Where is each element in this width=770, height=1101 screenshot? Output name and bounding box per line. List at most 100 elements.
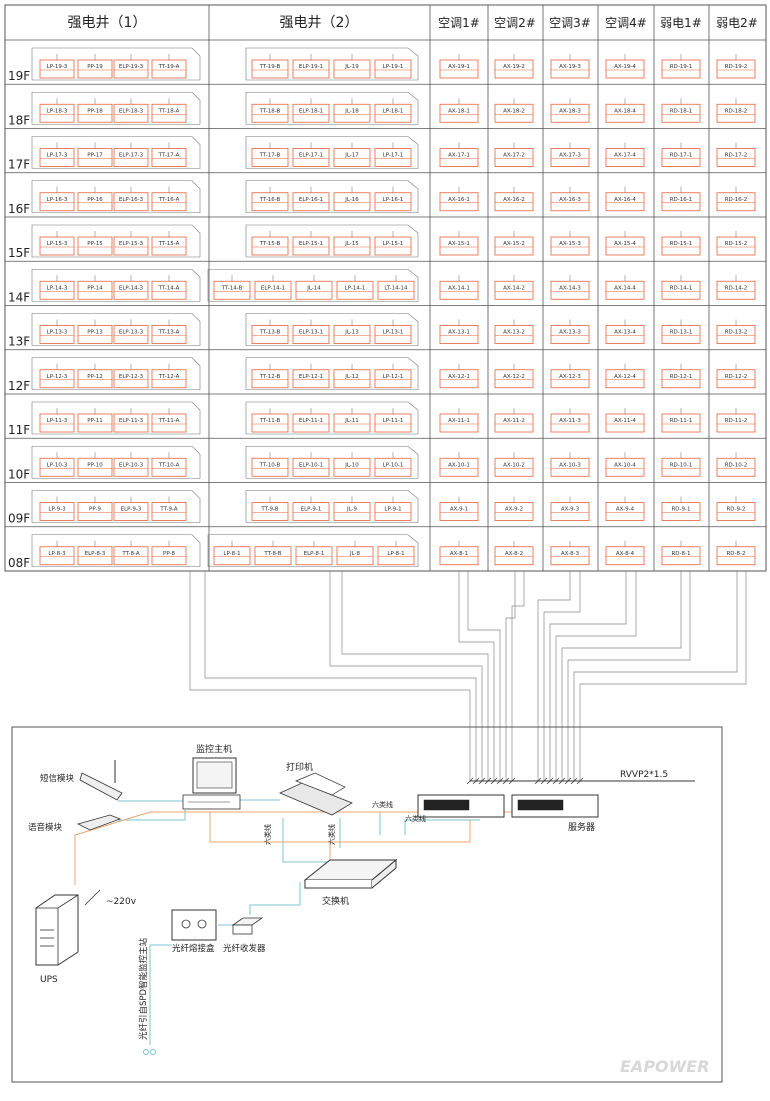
printer: 打印机 xyxy=(279,761,353,816)
floor-label: 09F xyxy=(8,512,30,526)
module-strong1: TT-15-A xyxy=(151,231,187,256)
module-strong1: PP-16 xyxy=(77,186,113,212)
module-id: RD-14-1 xyxy=(670,285,693,291)
header-weak-2: 弱电2# xyxy=(716,16,758,30)
module-strong1: PP-11 xyxy=(77,408,113,433)
module-id: AX-9-4 xyxy=(616,507,635,513)
voice-to-host-cable xyxy=(118,810,186,821)
module-strong2: ELP-14-1 xyxy=(254,275,292,300)
module-strong1: PP-12 xyxy=(77,363,113,389)
module-id: TT-8-A xyxy=(121,551,139,557)
module-ac: AX-18-3 xyxy=(550,98,590,123)
module-strong2: LP-8-1 xyxy=(213,540,251,566)
module-weak: RD-12-1 xyxy=(661,363,701,389)
module-strong2: LP-17-1 xyxy=(374,142,412,167)
module-strong1: PP-13 xyxy=(77,319,113,344)
module-id: TT-16-B xyxy=(259,197,281,203)
module-ac: AX-15-2 xyxy=(494,231,534,256)
module-id: PP-16 xyxy=(87,197,103,203)
module-id: TT-11-B xyxy=(259,418,281,424)
cat6-label-server: 六类线 xyxy=(372,800,393,809)
module-id: ELP-13-1 xyxy=(299,330,323,336)
module-strong2: JL-10 xyxy=(333,452,371,477)
module-id: JL-19 xyxy=(344,64,359,70)
module-id: LP-8-1 xyxy=(387,551,404,557)
module-id: JL-10 xyxy=(344,462,359,468)
module-id: TT-12-A xyxy=(158,374,180,380)
module-id: AX-11-1 xyxy=(448,418,470,424)
module-weak: RD-18-1 xyxy=(661,98,701,123)
module-weak: RD-8-2 xyxy=(716,540,756,566)
module-id: TT-8-B xyxy=(263,551,281,557)
module-id: LP-16-1 xyxy=(383,197,404,203)
module-strong2: JL-13 xyxy=(333,319,371,344)
module-id: RD-10-1 xyxy=(670,462,693,468)
ups-label: UPS xyxy=(40,975,58,985)
module-strong2: TT-10-B xyxy=(251,452,289,477)
module-id: TT-13-A xyxy=(158,330,180,336)
module-ac: AX-9-2 xyxy=(494,496,534,521)
module-id: AX-13-3 xyxy=(559,330,581,336)
signal-cable xyxy=(467,571,501,781)
signal-cable xyxy=(579,571,747,781)
module-id: TT-14-A xyxy=(158,285,180,291)
module-id: TT-17-A xyxy=(158,153,180,159)
module-weak: RD-13-2 xyxy=(716,319,756,344)
module-id: TT-17-B xyxy=(259,153,281,159)
module-strong2: ELP-11-1 xyxy=(292,408,330,433)
module-ac: AX-8-4 xyxy=(605,540,645,566)
module-id: TT-15-B xyxy=(259,241,281,247)
module-id: PP-11 xyxy=(87,418,103,424)
module-ac: AX-15-3 xyxy=(550,231,590,256)
module-weak: RD-15-2 xyxy=(716,231,756,256)
module-strong1: TT-9-A xyxy=(151,496,187,521)
module-weak: RD-14-2 xyxy=(716,275,756,300)
cabinet-outline xyxy=(245,401,419,435)
module-id: RD-9-1 xyxy=(671,507,690,513)
fiber-splice-box: 光纤熔接盒 xyxy=(171,909,217,954)
module-id: AX-13-2 xyxy=(503,330,525,336)
monitoring-host-label: 监控主机 xyxy=(196,743,232,755)
module-ac: AX-19-1 xyxy=(439,54,479,79)
header-ac-3: 空调3# xyxy=(549,16,591,30)
module-strong1: TT-8-A xyxy=(113,540,149,566)
module-strong2: JL-14 xyxy=(295,275,333,300)
module-id: TT-18-A xyxy=(158,108,180,114)
module-id: ELP-12-3 xyxy=(119,374,144,380)
module-id: ELP-15-3 xyxy=(119,241,144,247)
module-strong1: LP-11-3 xyxy=(39,408,75,433)
module-ac: AX-12-4 xyxy=(605,363,645,389)
cabinet-outline xyxy=(245,445,419,479)
module-weak: RD-12-2 xyxy=(716,363,756,389)
module-strong1: LP-9-3 xyxy=(39,496,75,521)
module-weak: RD-17-1 xyxy=(661,142,701,167)
module-strong1: PP-10 xyxy=(77,452,113,477)
module-weak: RD-11-2 xyxy=(716,408,756,433)
module-id: AX-12-3 xyxy=(559,374,581,380)
module-strong2: LP-9-1 xyxy=(374,496,412,521)
module-strong1: ELP-12-3 xyxy=(113,363,149,389)
module-strong1: LP-17-3 xyxy=(39,142,75,167)
module-id: AX-12-1 xyxy=(448,374,470,380)
module-strong2: TT-17-B xyxy=(251,142,289,167)
cabinet-outline xyxy=(31,490,201,523)
cabinet-outline xyxy=(245,47,419,81)
module-ac: AX-13-3 xyxy=(550,319,590,344)
module-id: LP-8-1 xyxy=(223,551,240,557)
module-id: PP-18 xyxy=(87,108,103,114)
signal-cable xyxy=(505,571,516,781)
module-strong2: LT-14-14 xyxy=(377,275,415,300)
server-label: 服务器 xyxy=(568,821,595,833)
brand-watermark: EAPOWER xyxy=(620,1057,710,1076)
module-weak: RD-8-1 xyxy=(661,540,701,566)
module-id: RD-19-1 xyxy=(670,64,693,70)
floor-label: 14F xyxy=(8,290,30,304)
module-id: ELP-15-1 xyxy=(299,241,323,247)
module-ac: AX-11-1 xyxy=(439,408,479,433)
module-strong1: ELP-8-3 xyxy=(77,540,113,566)
module-id: AX-19-3 xyxy=(559,64,581,70)
module-strong2: TT-12-B xyxy=(251,363,289,389)
